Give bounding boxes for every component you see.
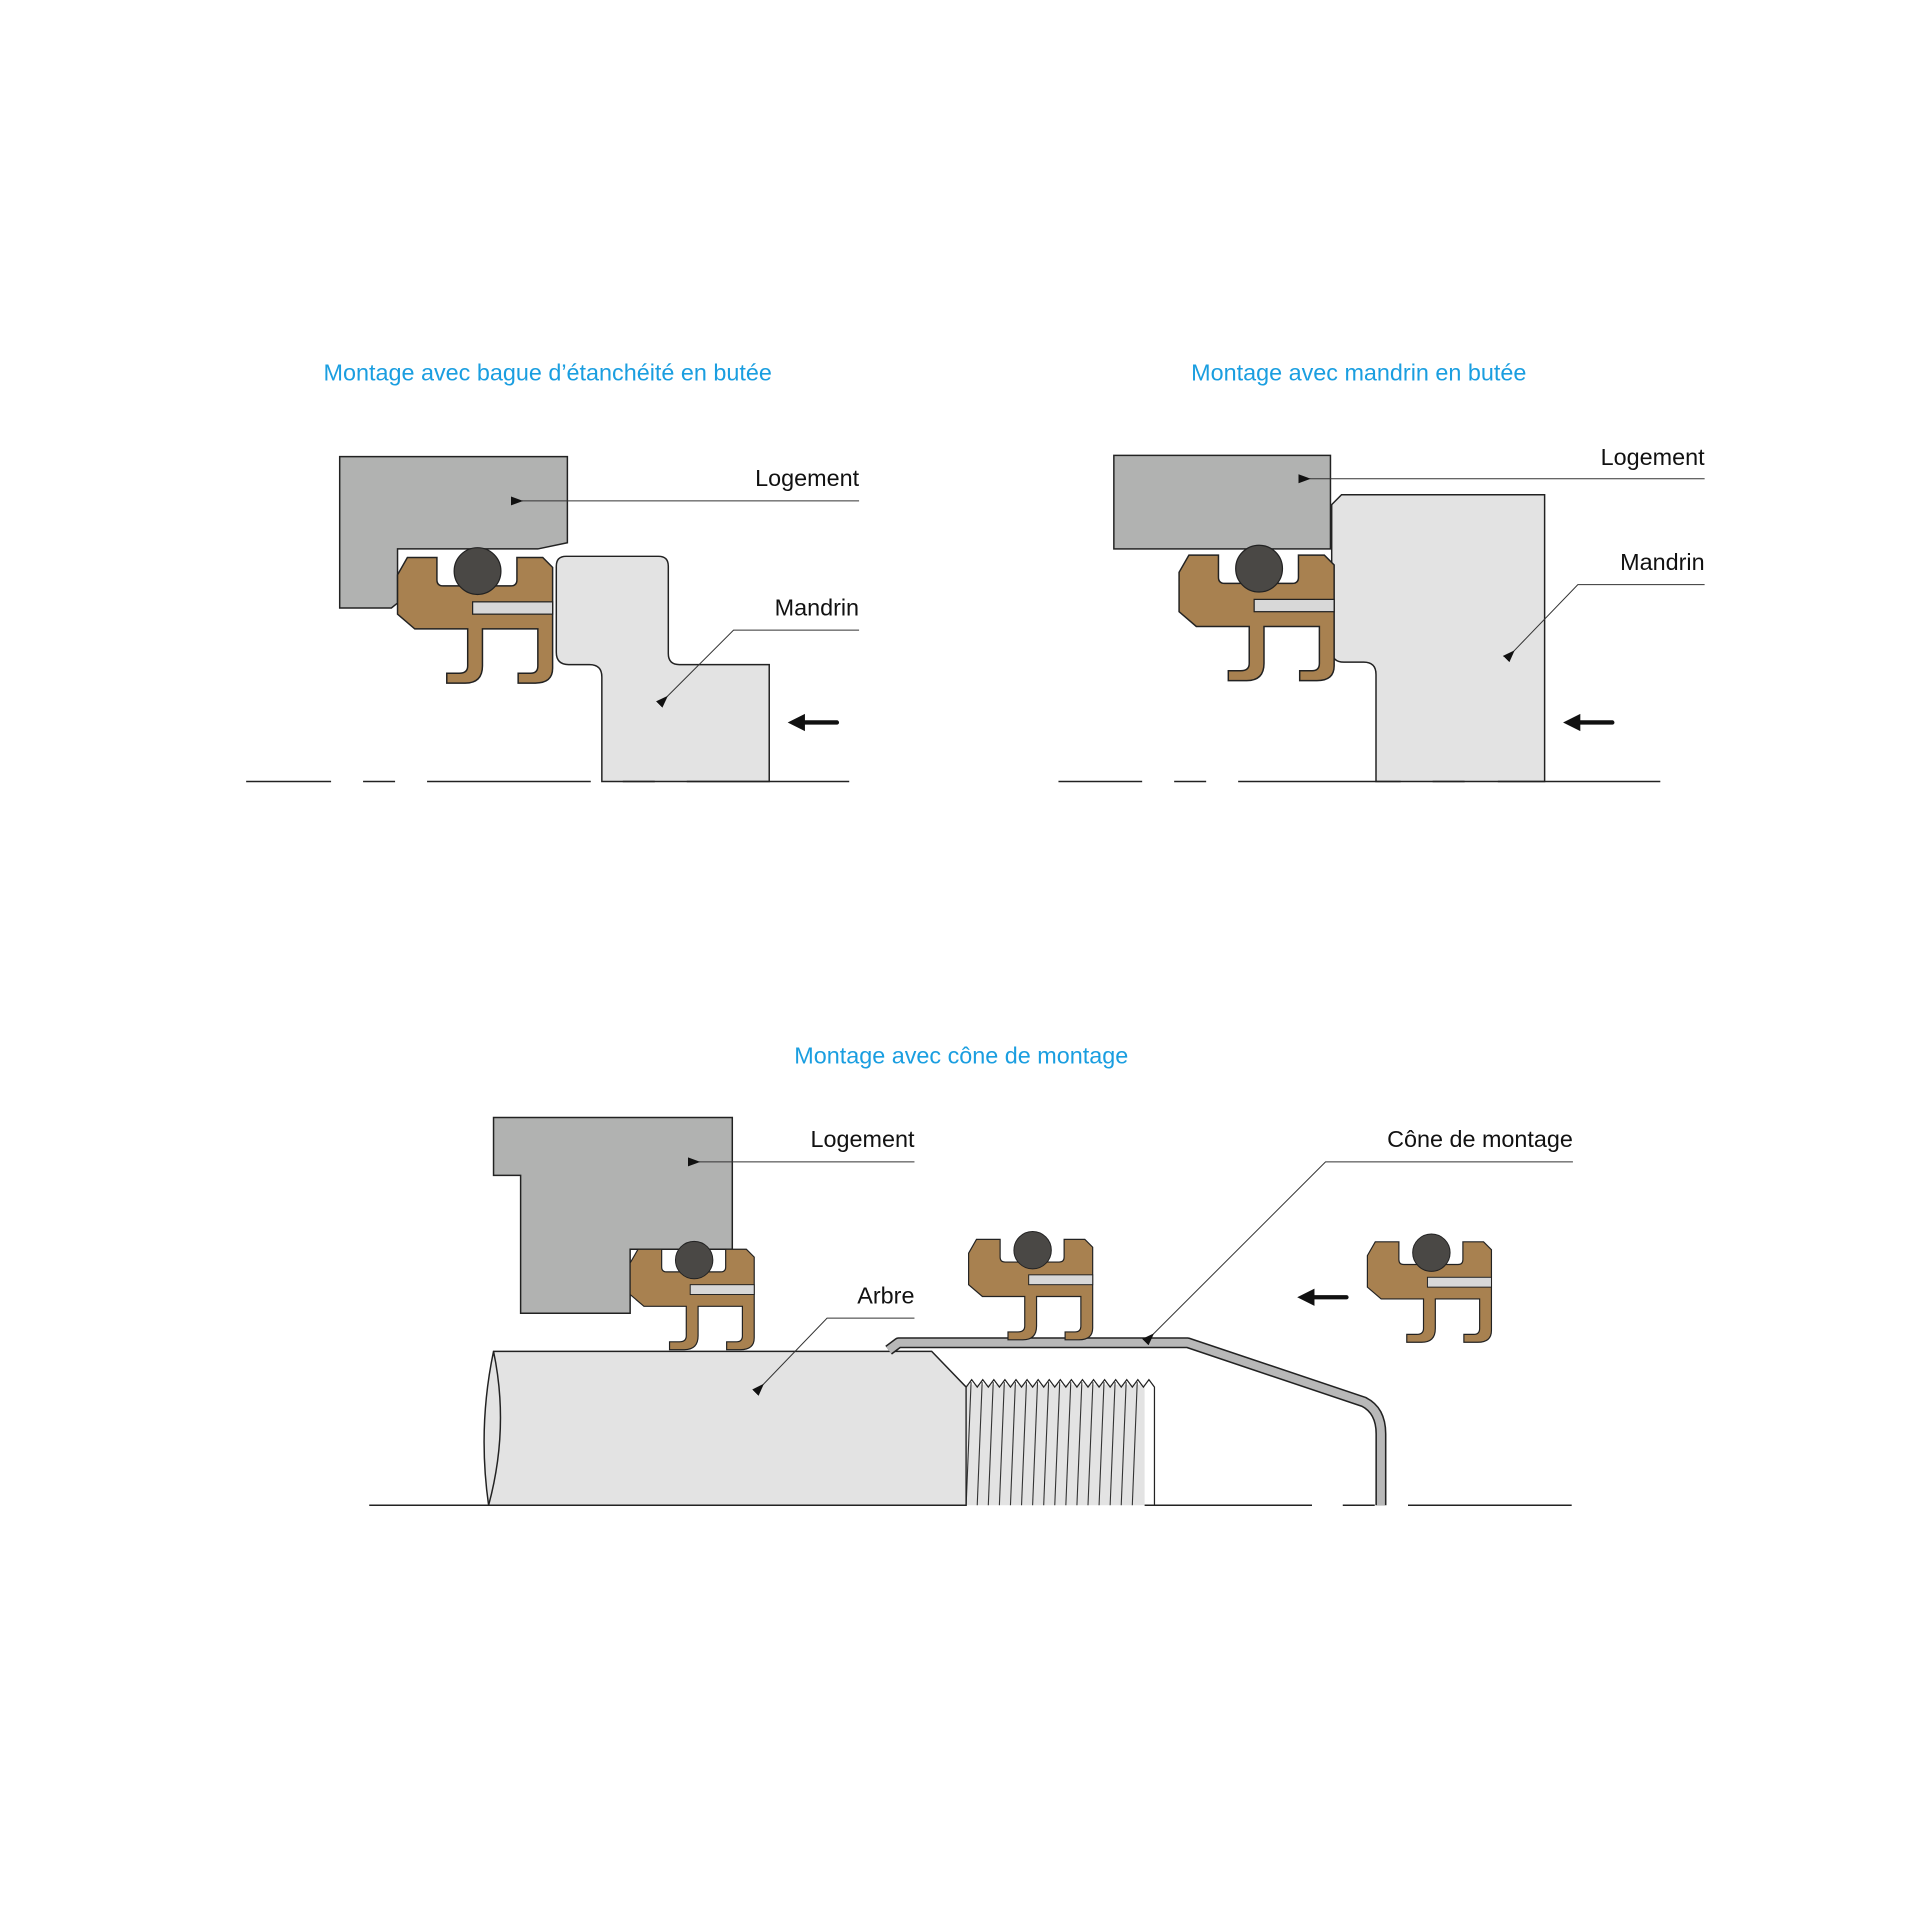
thread-line <box>1109 1382 1116 1506</box>
diagram2-title: Montage avec mandrin en butée <box>1191 359 1526 385</box>
thread-line <box>1098 1382 1105 1506</box>
label-housing: Logement <box>755 465 859 491</box>
thread-line <box>1087 1382 1094 1506</box>
thread-line <box>1054 1382 1061 1506</box>
thread-line <box>1009 1382 1016 1506</box>
shaft <box>483 1350 967 1506</box>
label-cone: Cône de montage <box>1387 1126 1573 1152</box>
mounting-cone <box>885 1337 1387 1506</box>
leader-cone <box>1153 1161 1573 1334</box>
thread-line <box>1076 1382 1083 1506</box>
label-mandrel: Mandrin <box>1620 549 1704 575</box>
diagram-mandrel-stop: Montage avec mandrin en butée Logement M… <box>1058 359 1705 783</box>
thread-line <box>1020 1382 1028 1506</box>
label-housing: Logement <box>810 1126 914 1152</box>
seal-on-cone <box>968 1230 1094 1341</box>
seal-mounted <box>629 1240 755 1351</box>
housing <box>338 455 569 609</box>
diagram-mounting-cone: Montage avec cône de montage Logement Ar… <box>369 1042 1573 1506</box>
label-shaft: Arbre <box>857 1282 914 1308</box>
thread-line <box>1032 1382 1039 1506</box>
leader-mandrel <box>667 629 860 696</box>
diagram1-title: Montage avec bague d’étanchéité en butée <box>324 359 772 385</box>
label-mandrel: Mandrin <box>775 594 859 620</box>
diagram3-title: Montage avec cône de montage <box>794 1042 1128 1068</box>
mandrel <box>1330 494 1546 783</box>
push-arrow-icon <box>1563 714 1612 731</box>
thread-line <box>1131 1382 1138 1506</box>
thread-line <box>1043 1382 1050 1506</box>
seal-before-mounting <box>1366 1233 1493 1343</box>
housing <box>1113 454 1332 550</box>
push-arrow-icon <box>1297 1289 1346 1306</box>
shaft-thread <box>965 1378 1156 1506</box>
leader-shaft <box>763 1317 915 1384</box>
diagram-seal-stop: Montage avec bague d’étanchéité en butée… <box>246 359 860 783</box>
push-arrow-icon <box>788 714 837 731</box>
seal <box>1178 544 1335 682</box>
thread-line <box>1120 1382 1127 1506</box>
label-housing: Logement <box>1601 444 1705 470</box>
thread-line <box>1065 1382 1072 1506</box>
leader-mandrel <box>1514 584 1705 651</box>
thread-line <box>965 1382 972 1506</box>
seal <box>396 546 554 684</box>
thread-line <box>976 1382 983 1506</box>
thread-line <box>998 1382 1005 1506</box>
thread-line <box>987 1382 994 1506</box>
mandrel <box>555 555 770 783</box>
